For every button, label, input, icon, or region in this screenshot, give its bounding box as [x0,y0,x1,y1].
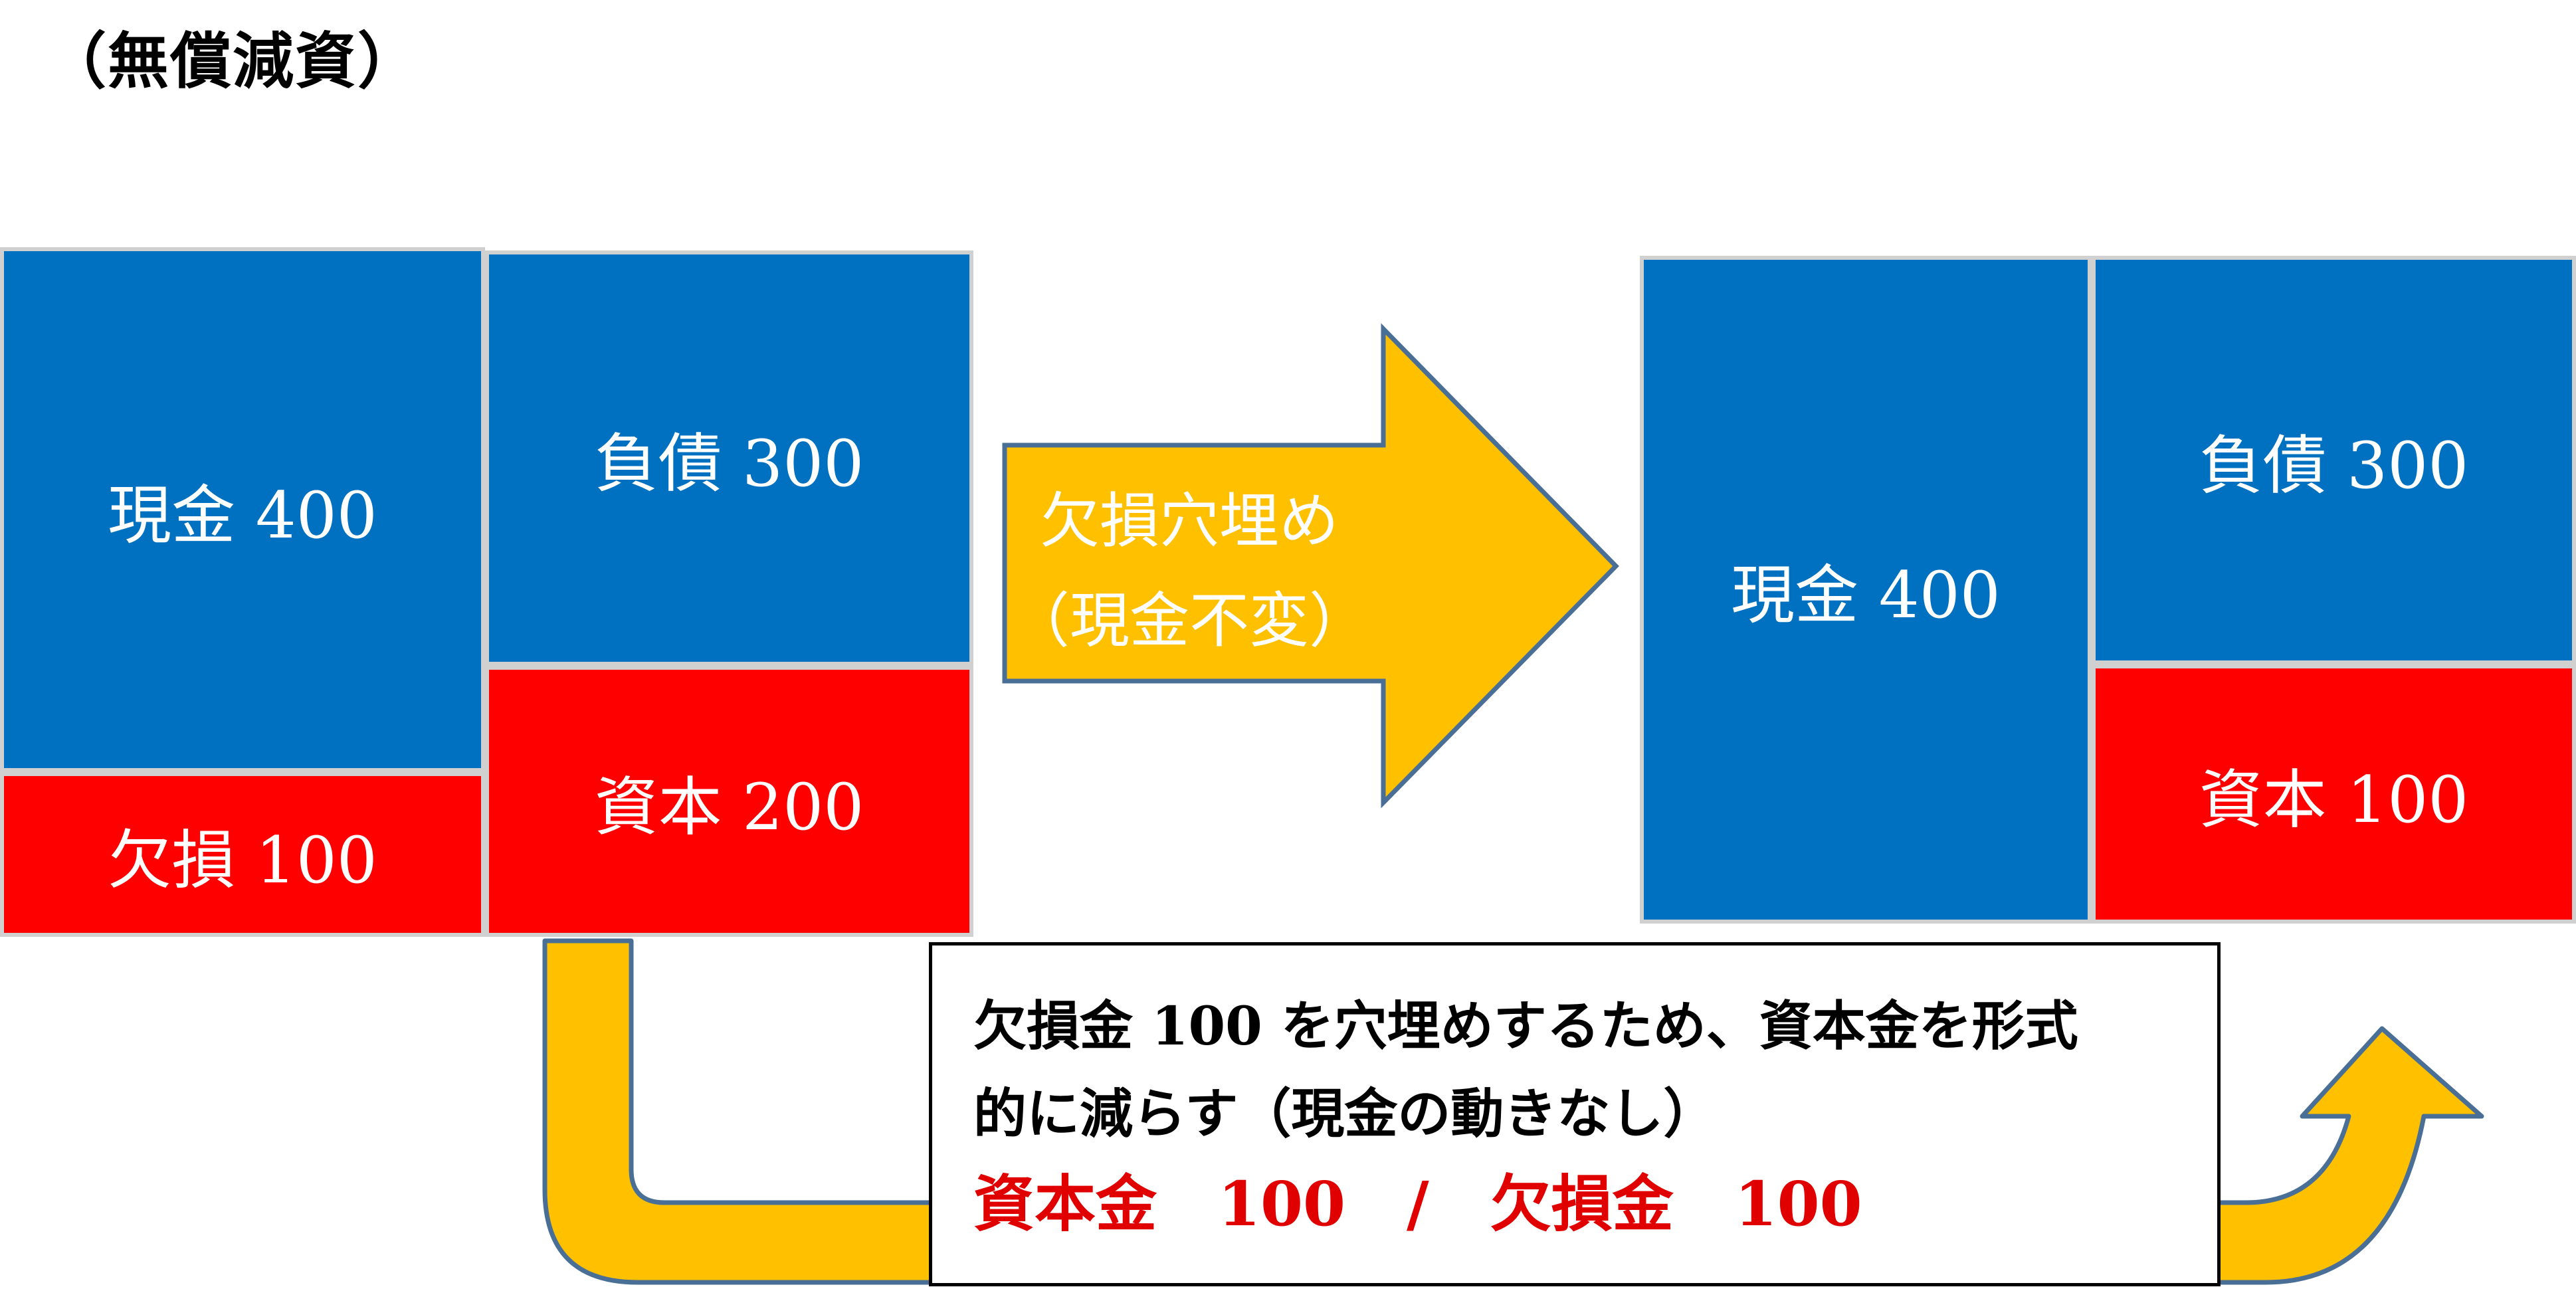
right-arrow [1002,323,1619,809]
after-liabilities-block: 負債 300 [2092,256,2576,664]
after-cash-label: 現金 400 [1731,558,2001,633]
before-capital-label: 資本 200 [594,769,864,844]
before-liabilities-block: 負債 300 [485,250,973,666]
explanation-line-1: 欠損金 100 を穴埋めするため、資本金を形式 [973,995,2078,1057]
before-liabilities-label: 負債 300 [594,427,864,501]
before-capital-block: 資本 200 [485,666,973,937]
arrow-label-line1: 欠損穴埋め [1040,486,1339,556]
before-deficit-label: 欠損 100 [108,823,377,898]
arrow-label: 欠損穴埋め （現金不変） [1003,472,1375,671]
page-title: （無償減資） [45,25,421,97]
explanation-box: 欠損金 100 を穴埋めするため、資本金を形式 的に減らす（現金の動きなし） 資… [929,942,2221,1286]
journal-entry: 資本金 100 / 欠損金 100 [973,1168,1862,1240]
after-cash-block: 現金 400 [1640,256,2092,924]
after-capital-label: 資本 100 [2199,762,2469,837]
before-deficit-block: 欠損 100 [0,772,485,937]
after-capital-block: 資本 100 [2092,664,2576,924]
explanation-line-2: 的に減らす（現金の動きなし） [973,1082,1717,1145]
arrow-label-line2: （現金不変） [1010,586,1369,656]
before-cash-label: 現金 400 [108,478,377,553]
before-cash-block: 現金 400 [0,247,485,772]
after-liabilities-label: 負債 300 [2199,429,2469,503]
